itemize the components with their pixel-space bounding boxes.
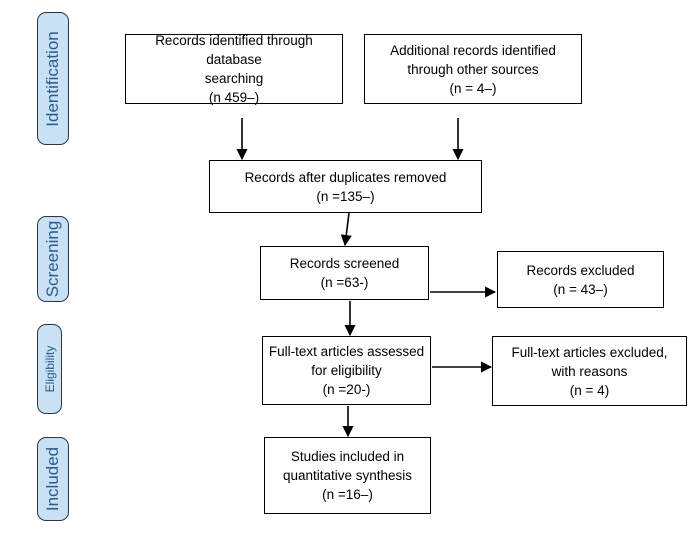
database-records-box: Records identified through database sear… [125,33,343,105]
full-text-excluded-line1: Full-text articles excluded, [511,344,668,360]
duplicates-removed-box: Records after duplicates removed (n =135… [209,160,482,213]
database-records-line2: searching [204,71,264,86]
studies-included-count: (n =16–) [322,487,373,502]
other-sources-line1: Additional records identified [390,42,556,58]
records-excluded-line1: Records excluded [526,262,635,278]
duplicates-removed-line1: Records after duplicates removed [244,169,447,185]
stage-identification-tab: Identification [37,12,69,145]
other-sources-line2: through other sources [407,61,539,77]
studies-included-line2: quantitative synthesis [282,468,413,483]
stage-included-tab: Included [37,437,69,521]
studies-included-line1: Studies included in [290,449,405,464]
records-excluded-count: (n = 43–) [553,281,608,297]
arrow-duplicates-to-screened [340,212,352,247]
records-screened-box: Records screened (n =63-) [260,246,429,300]
other-sources-count: (n = 4–) [449,80,497,96]
full-text-excluded-line2: with reasons [551,363,628,379]
stage-screening-tab: Screening [37,216,69,302]
full-text-excluded-count: (n = 4) [569,382,610,398]
full-text-assessed-line2: for eligibility [311,363,382,378]
database-records-line1: Records identified through database [155,33,313,67]
full-text-assessed-count: (n =20-) [322,382,371,397]
studies-included-box: Studies included in quantitative synthes… [264,437,431,514]
records-screened-count: (n =63-) [320,275,369,290]
duplicates-removed-count: (n =135–) [316,188,375,204]
full-text-assessed-box: Full-text articles assessed for eligibil… [262,336,431,405]
stage-eligibility-tab: Eligibility [37,324,62,414]
full-text-excluded-box: Full-text articles excluded, with reason… [492,336,687,406]
other-sources-box: Additional records identified through ot… [364,34,582,104]
records-excluded-box: Records excluded (n = 43–) [497,251,664,308]
database-records-count: (n 459–) [208,90,260,105]
records-screened-line1: Records screened [289,256,400,271]
full-text-assessed-line1: Full-text articles assessed [268,344,425,359]
